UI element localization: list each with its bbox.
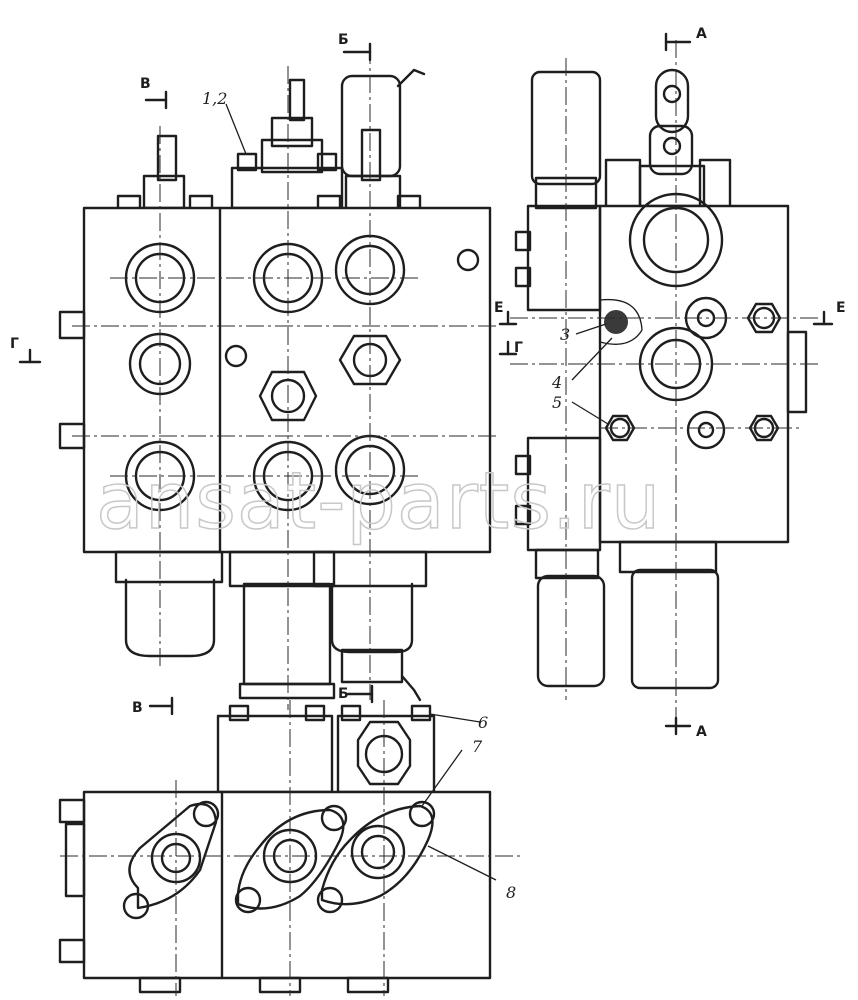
item-label-3: 3 bbox=[560, 325, 570, 344]
section-label-b-bottom: Б bbox=[338, 686, 349, 702]
section-label-e-left: Е bbox=[494, 300, 504, 316]
section-label-g-mid: Г bbox=[514, 340, 523, 356]
plan-view bbox=[58, 700, 520, 996]
item-label-8: 8 bbox=[506, 883, 516, 902]
section-label-b-top: Б bbox=[338, 32, 349, 48]
watermark-text: ansat-parts.ru bbox=[96, 457, 661, 547]
front-view bbox=[58, 46, 500, 710]
section-label-a-bottom: A bbox=[696, 724, 707, 740]
item-label-5: 5 bbox=[552, 393, 562, 412]
item-label-4: 4 bbox=[551, 373, 562, 392]
section-label-v-bottom: В bbox=[132, 700, 143, 716]
section-label-v-top: В bbox=[140, 76, 151, 92]
section-label-a-top: A bbox=[696, 26, 707, 42]
section-label-e-right: Е bbox=[836, 300, 846, 316]
item-label-7: 7 bbox=[472, 737, 483, 756]
item-label-1-2: 1,2 bbox=[202, 89, 227, 108]
side-view bbox=[510, 40, 820, 730]
item-label-6: 6 bbox=[478, 713, 488, 732]
section-label-g-left: Г bbox=[10, 336, 19, 352]
